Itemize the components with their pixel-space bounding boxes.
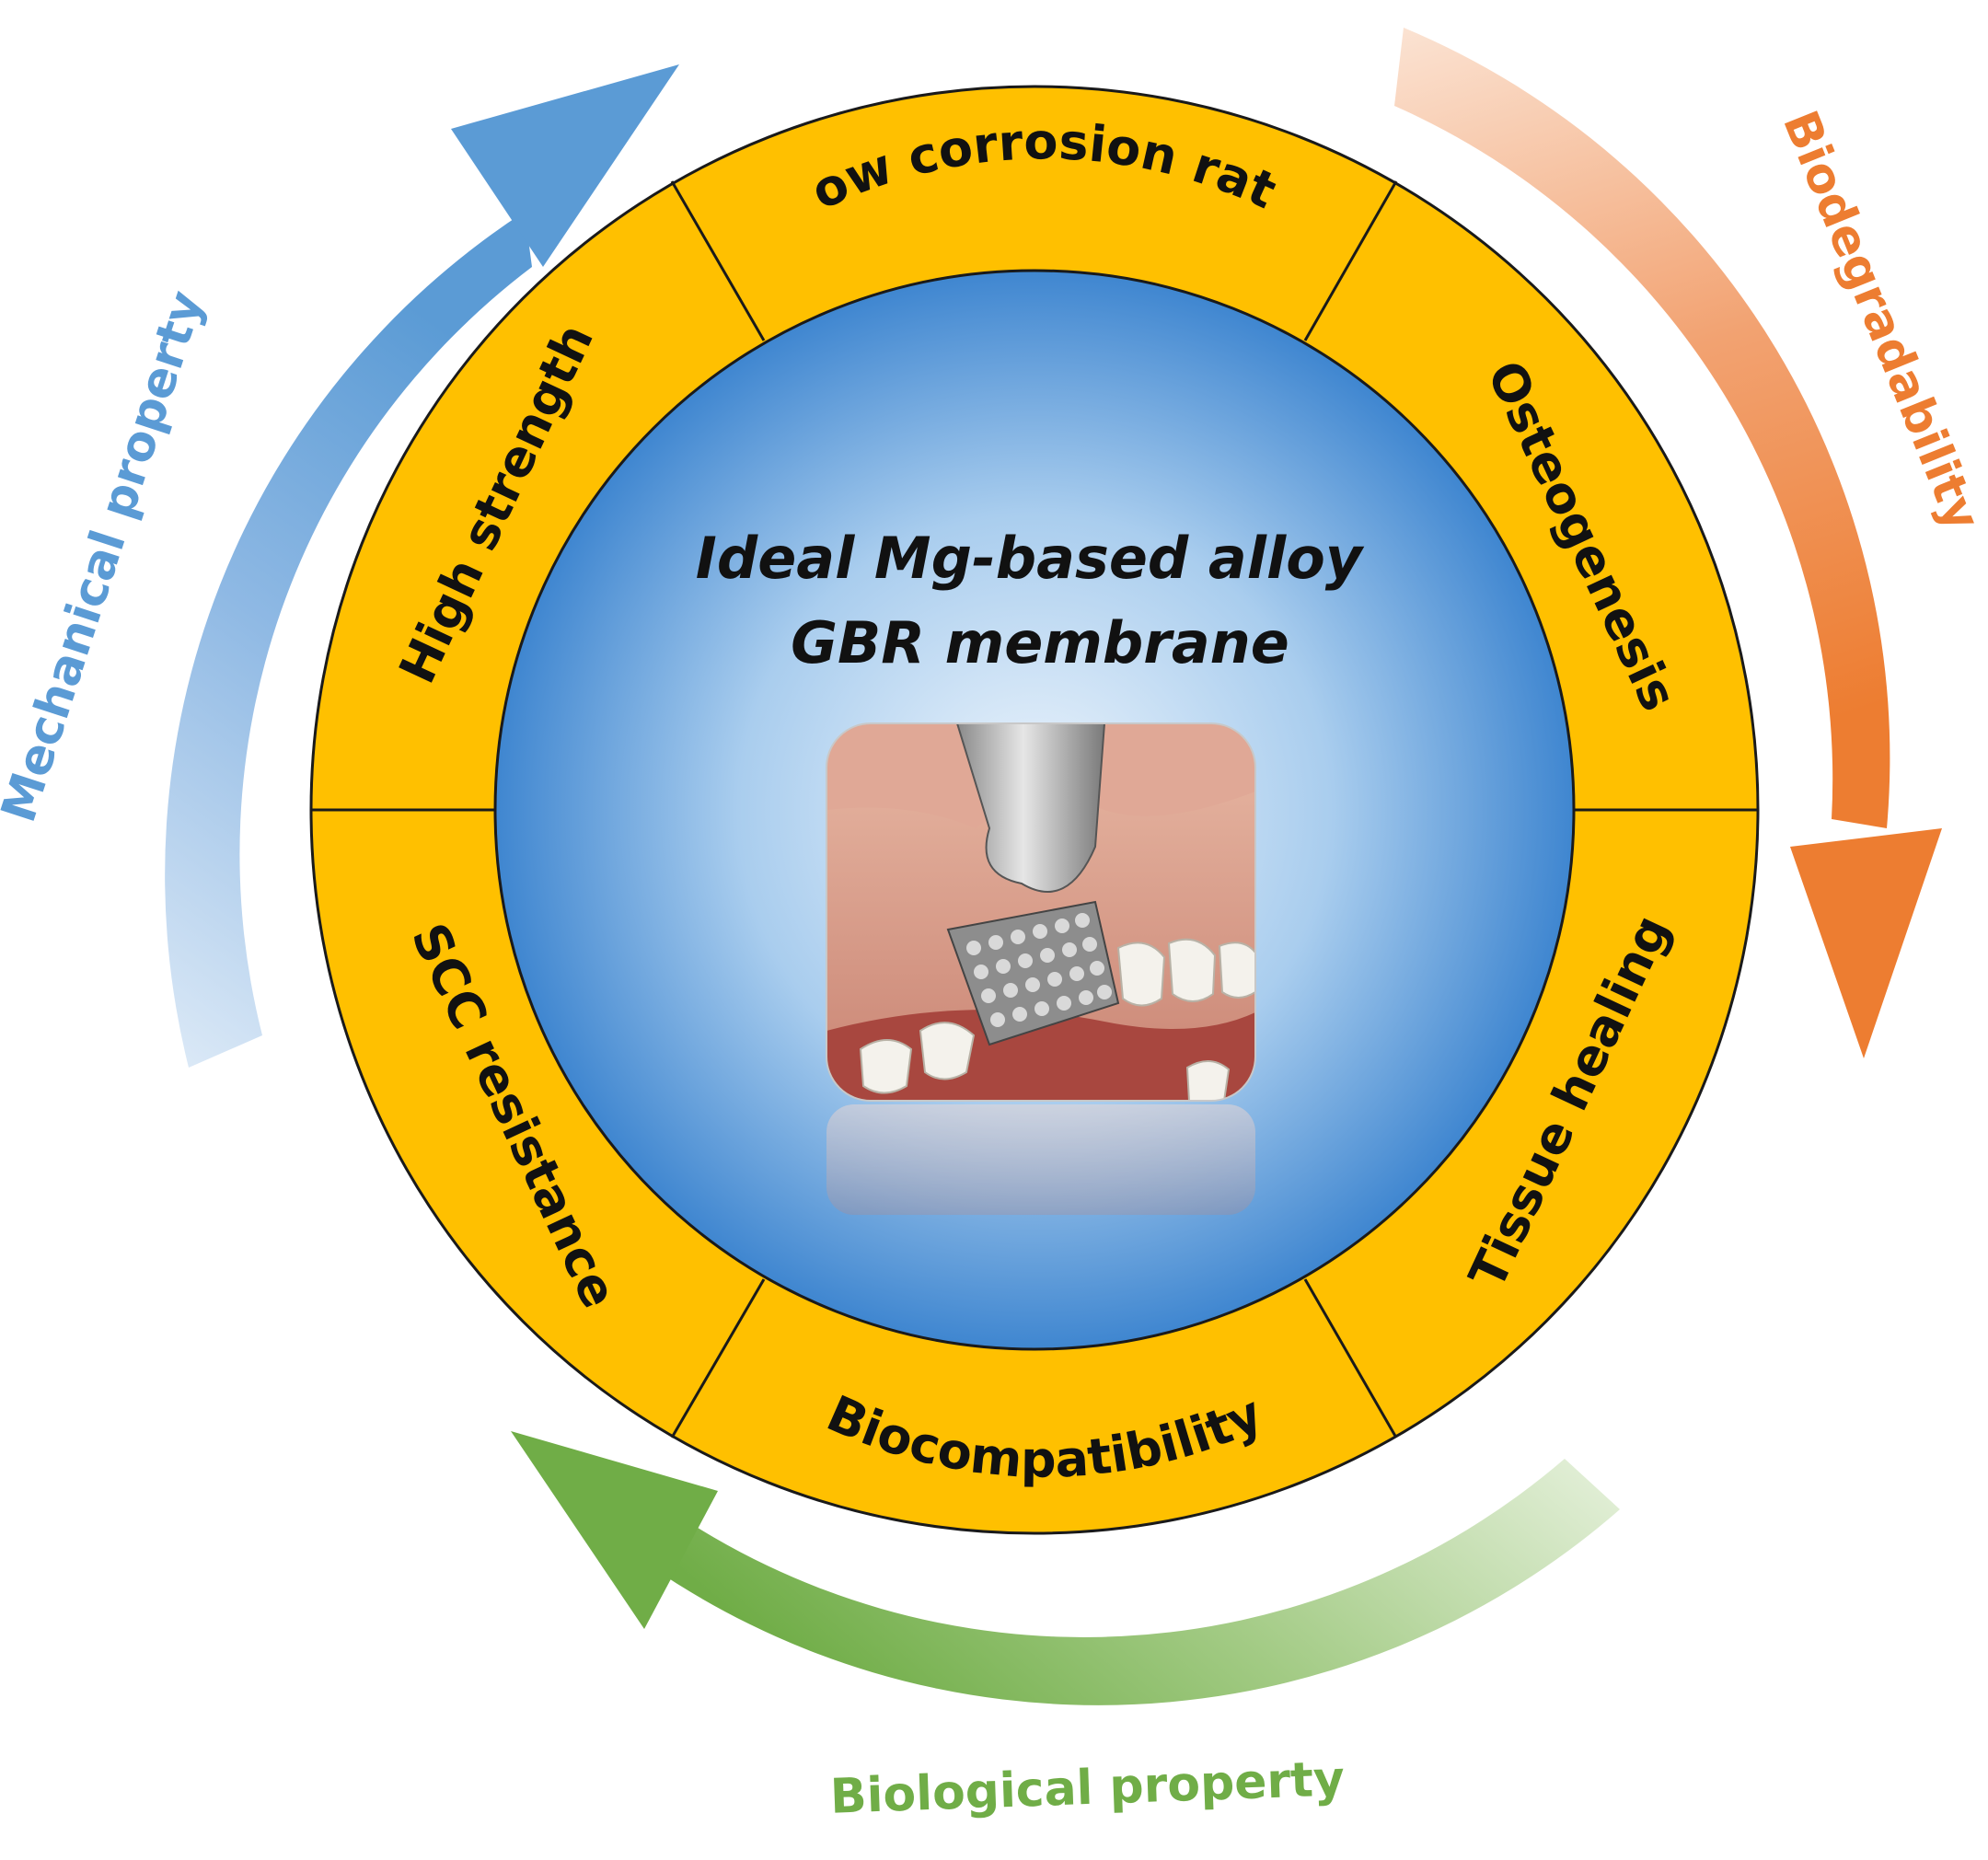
center-title-line2: GBR membrane [791, 609, 1289, 676]
mesh-membrane [946, 900, 1120, 1046]
biological-property-label: Biological property [829, 1751, 1346, 1824]
mechanical-property-arrow [165, 64, 679, 1068]
ring-dividers [311, 180, 1758, 1438]
center-title-line1: Ideal Mg-based alloy [696, 525, 1365, 592]
dental-gbr-illustration [826, 722, 1256, 1215]
biodegradability-arrow [1394, 28, 1942, 1058]
biological-property-arrow [511, 1431, 1620, 1705]
teeth [859, 938, 1255, 1101]
